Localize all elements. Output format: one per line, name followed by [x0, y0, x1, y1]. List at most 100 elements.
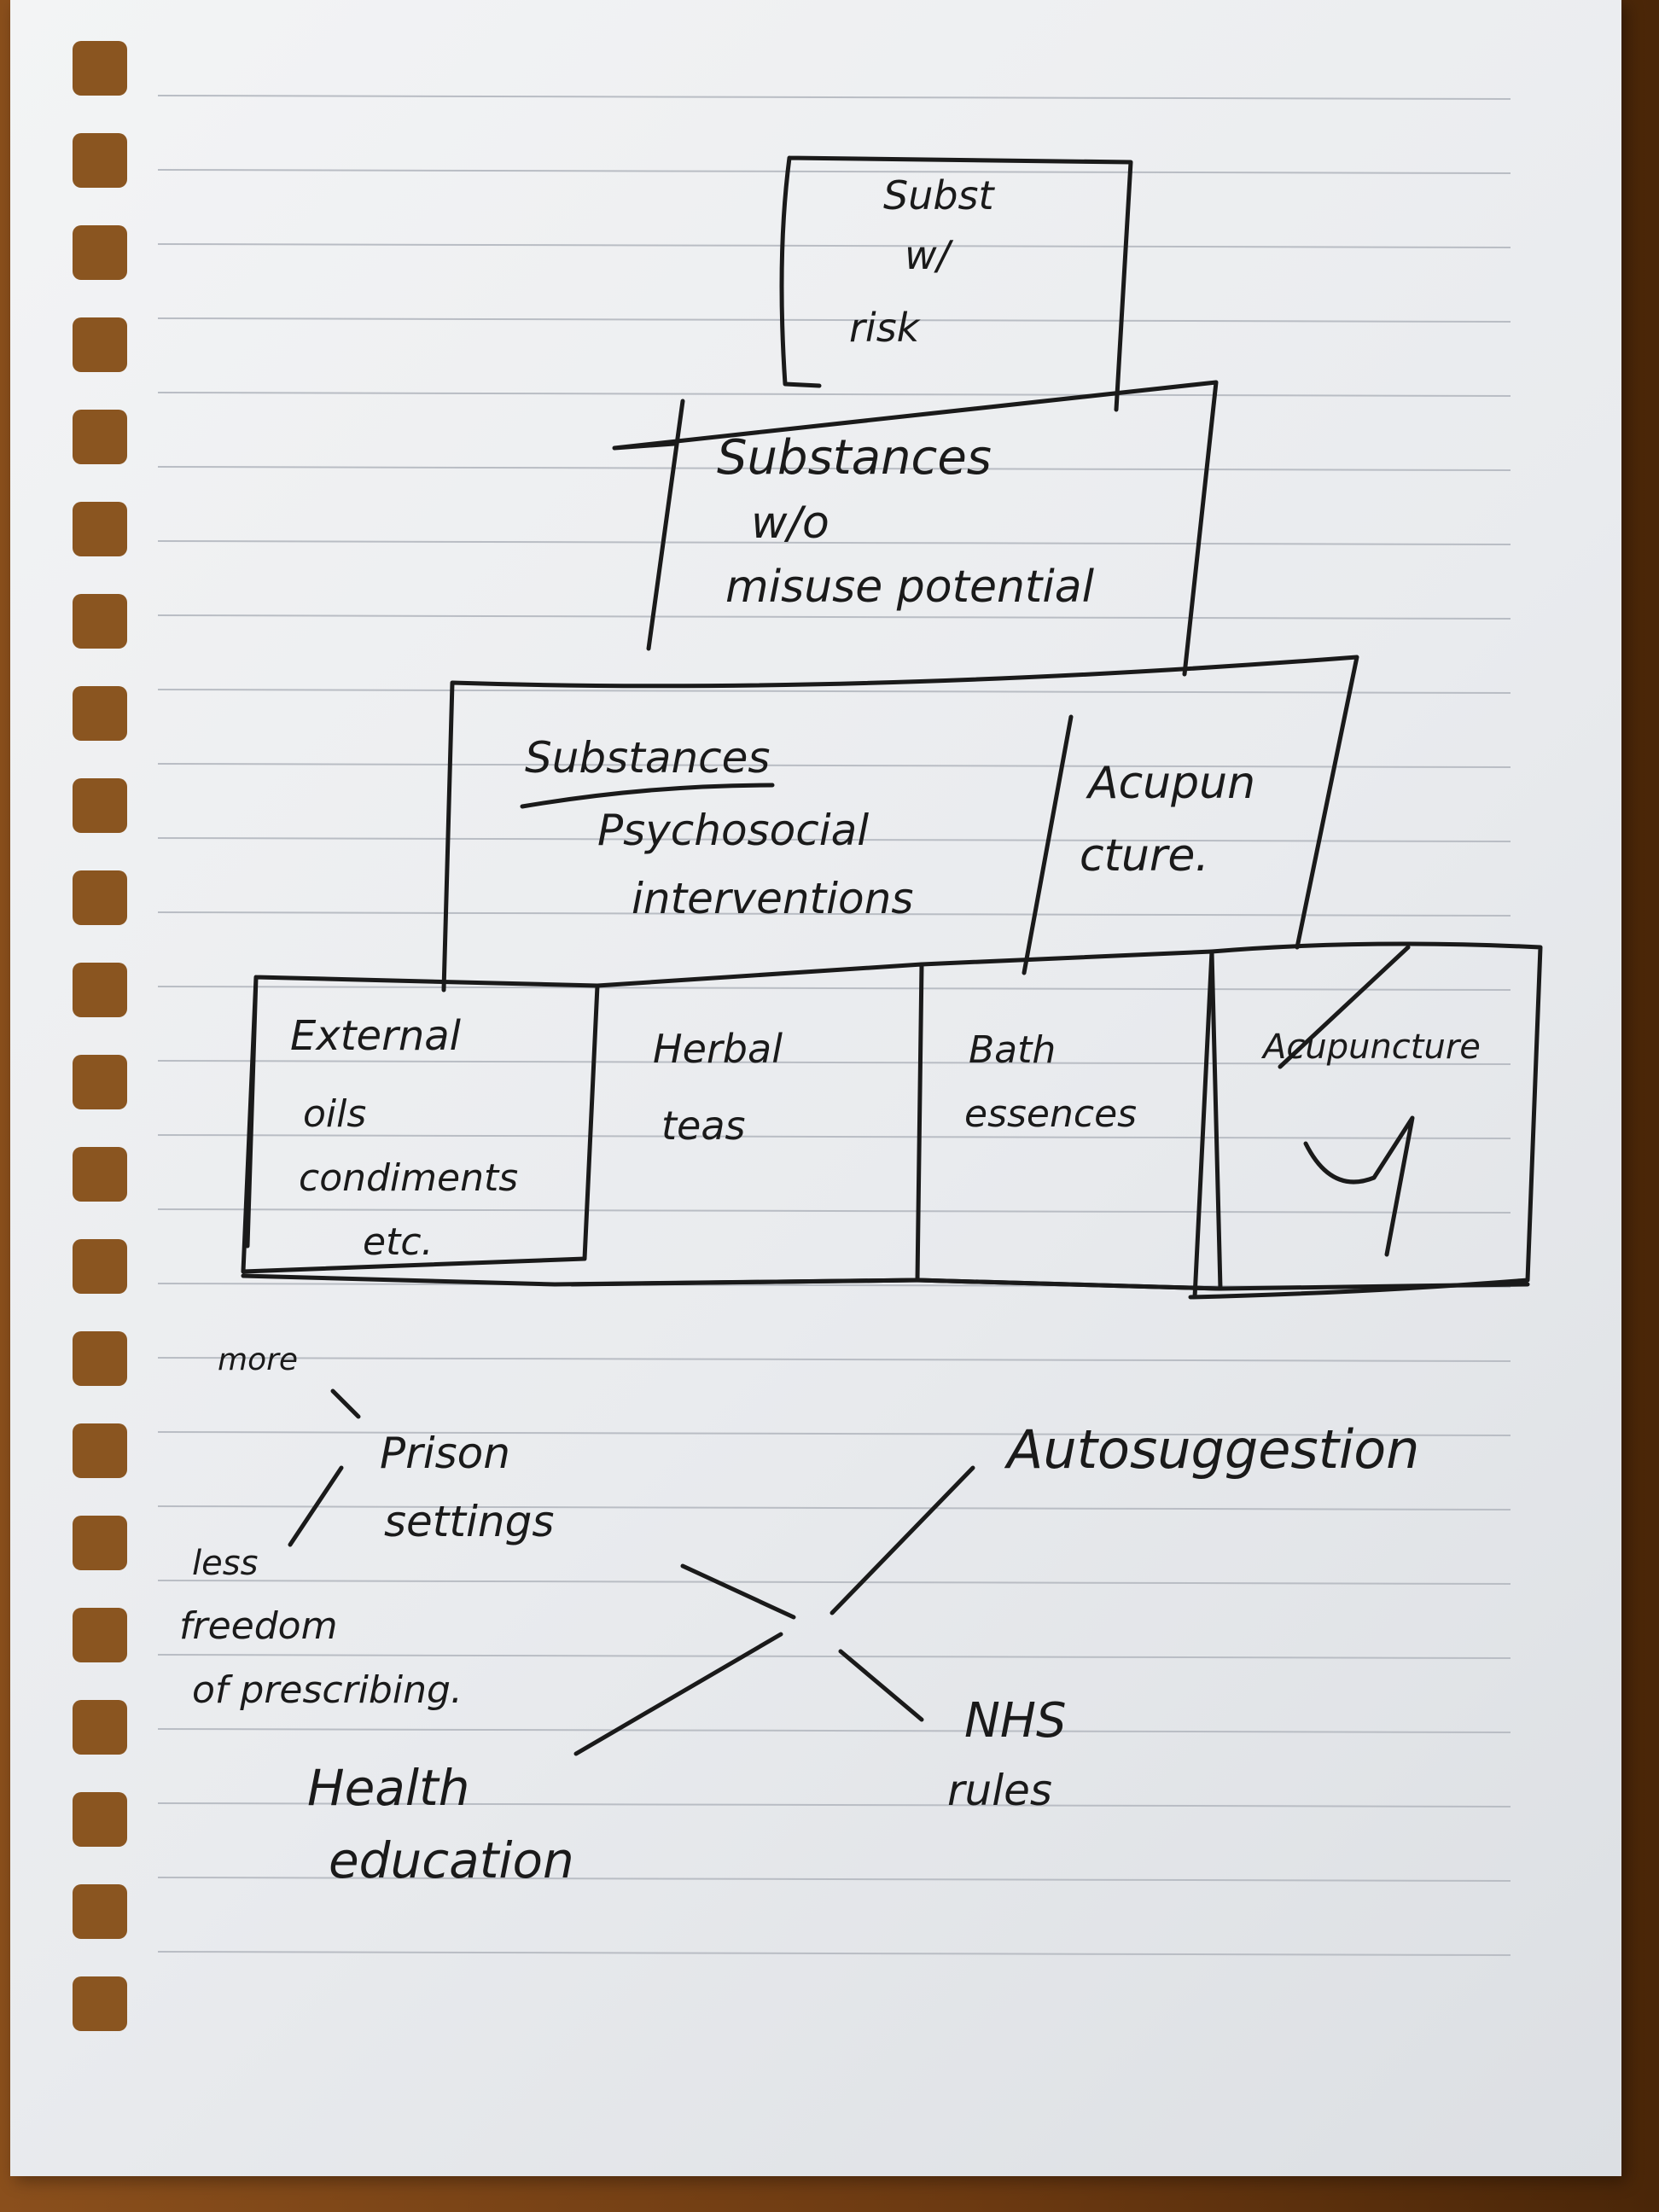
note-health-line-1: Health: [307, 1759, 469, 1817]
ruled-line: [157, 392, 1511, 397]
ruled-line: [157, 986, 1511, 991]
binding-hole: [73, 963, 127, 1017]
top-line-1: Subst: [883, 172, 996, 218]
connector-autosuggestion: [830, 1465, 975, 1615]
binding-holes: [73, 41, 127, 2031]
second-line-2: w/o: [751, 498, 830, 549]
strike-acupuncture: [1278, 945, 1415, 1257]
connector-nhs: [838, 1649, 924, 1722]
ruled-line: [157, 1951, 1511, 1956]
top-line-2: w/: [905, 232, 954, 278]
binding-hole: [73, 1884, 127, 1939]
ruled-line: [157, 1728, 1511, 1733]
herbal-line-1: Herbal: [653, 1026, 783, 1072]
note-prison-line-1: Prison: [380, 1429, 510, 1478]
ruled-line: [157, 1877, 1511, 1882]
ruled-line: [157, 540, 1511, 545]
note-less-line-3: of prescribing.: [192, 1668, 463, 1712]
connector-more: [330, 1388, 361, 1419]
notes-text: more Prison settings less freedom of pre…: [179, 1342, 1419, 1889]
binding-hole: [73, 1792, 127, 1847]
herbal-line-2: teas: [661, 1103, 746, 1149]
ruled-line: [157, 466, 1511, 471]
external-line-2: oils: [303, 1092, 366, 1136]
connector-prison: [680, 1563, 796, 1620]
binding-hole: [73, 1516, 127, 1570]
external-line-3: condiments: [299, 1156, 518, 1200]
connector-less: [288, 1465, 344, 1547]
pyramid-top-box: [779, 155, 1133, 412]
ruled-line: [157, 1431, 1511, 1436]
base-box-external: [241, 975, 600, 1274]
ruled-line: [157, 911, 1511, 917]
pyramid-third-text: Substances Psychosocial interventions Ac…: [525, 733, 1255, 923]
second-line-1: Substances: [717, 430, 992, 486]
base-box-acupuncture: [1188, 941, 1543, 1300]
binding-hole: [73, 1239, 127, 1294]
binding-hole: [73, 686, 127, 741]
external-line-4: etc.: [363, 1220, 434, 1264]
third-line-1: Psychosocial: [597, 806, 869, 855]
ruled-line: [157, 1802, 1511, 1807]
pyramid-second-box: [612, 380, 1219, 677]
ruled-line: [157, 763, 1511, 768]
ruled-line: [157, 1505, 1511, 1511]
note-less-line-2: freedom: [179, 1604, 337, 1648]
note-autosuggestion: Autosuggestion: [1004, 1418, 1419, 1481]
note-more: more: [218, 1342, 298, 1377]
pyramid-top-text: Subst w/ risk: [849, 172, 996, 351]
ruled-line: [157, 614, 1511, 620]
ruled-line: [157, 1208, 1511, 1214]
binding-hole: [73, 410, 127, 464]
ruled-line: [157, 317, 1511, 323]
third-right-line-1: Acupun: [1086, 758, 1255, 809]
third-line-2: interventions: [632, 874, 913, 923]
note-less-line-1: less: [192, 1544, 258, 1583]
binding-hole: [73, 594, 127, 649]
ruled-line: [157, 243, 1511, 248]
binding-hole: [73, 133, 127, 188]
base-box-texts: External oils condiments etc. Herbal tea…: [290, 1012, 1481, 1264]
binding-hole: [73, 778, 127, 833]
pyramid-second-text: Substances w/o misuse potential: [717, 430, 1095, 613]
note-health-line-2: education: [329, 1831, 574, 1889]
ruled-line: [157, 169, 1511, 174]
base-line: [241, 1273, 1530, 1291]
notebook-page: [10, 0, 1621, 2176]
note-nhs-line-2: rules: [947, 1766, 1052, 1815]
note-nhs-line-1: NHS: [964, 1693, 1067, 1749]
binding-hole: [73, 502, 127, 556]
connector-health: [573, 1632, 783, 1756]
binding-hole: [73, 225, 127, 280]
external-line-1: External: [290, 1012, 462, 1060]
binding-hole: [73, 870, 127, 925]
ruled-line: [157, 95, 1511, 100]
pyramid-third-box: [441, 655, 1359, 992]
third-right-line-2: cture.: [1080, 830, 1209, 882]
second-line-3: misuse potential: [725, 562, 1095, 613]
binding-hole: [73, 1055, 127, 1109]
acupuncture-struck: Acupuncture: [1260, 1027, 1481, 1067]
note-prison-line-2: settings: [384, 1497, 554, 1546]
ruled-line: [157, 1580, 1511, 1585]
ruled-line: [157, 1654, 1511, 1659]
binding-hole: [73, 1608, 127, 1662]
bath-line-2: essences: [964, 1092, 1137, 1136]
binding-hole: [73, 1423, 127, 1478]
ruled-line: [157, 689, 1511, 694]
binding-hole: [73, 317, 127, 372]
ruled-line: [157, 1134, 1511, 1139]
ruled-line: [157, 837, 1511, 842]
top-line-3: risk: [849, 305, 922, 351]
binding-hole: [73, 1331, 127, 1386]
strike-substances: [520, 783, 775, 809]
base-box-herbal: [569, 962, 924, 1287]
binding-hole: [73, 1976, 127, 2031]
binding-hole: [73, 41, 127, 96]
third-struck-word: Substances: [525, 733, 770, 783]
binding-hole: [73, 1700, 127, 1755]
bath-line-1: Bath: [969, 1028, 1056, 1072]
binding-hole: [73, 1147, 127, 1202]
ruled-line: [157, 1357, 1511, 1362]
